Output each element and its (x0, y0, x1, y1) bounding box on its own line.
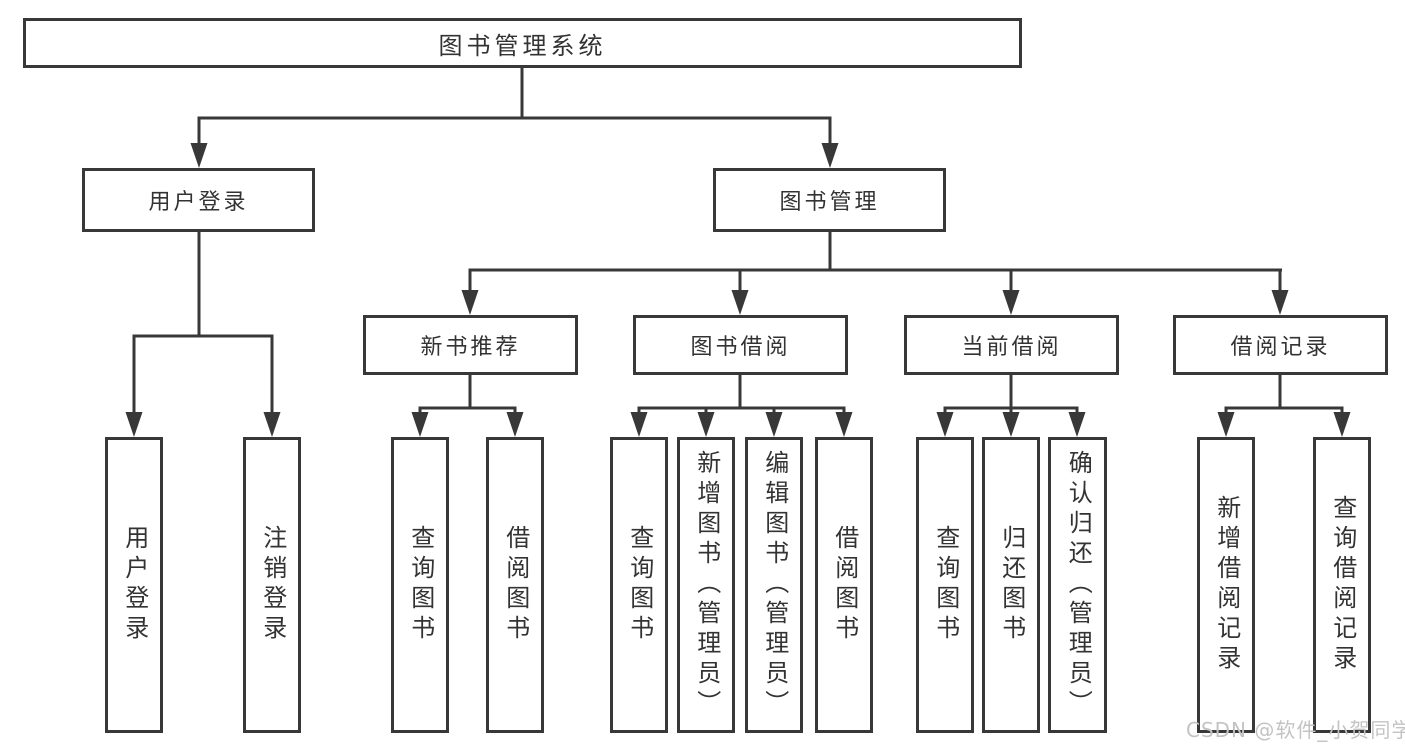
leaf-return-books: 归还图书 (982, 437, 1040, 733)
leaf-borrow-books-1-label: 借阅图书 (501, 525, 530, 645)
node-book-management: 图书管理 (713, 168, 946, 232)
leaf-add-borrow-record: 新增借阅记录 (1197, 437, 1255, 733)
node-borrowing-records: 借阅记录 (1173, 315, 1388, 375)
leaf-query-borrow-record: 查询借阅记录 (1313, 437, 1371, 733)
leaf-add-books-admin: 新增图书（管理员） (677, 437, 735, 733)
node-current-borrowing: 当前借阅 (904, 315, 1119, 375)
leaf-user-login: 用户登录 (105, 437, 163, 733)
node-user-login: 用户登录 (82, 168, 315, 232)
leaf-add-books-admin-label: 新增图书（管理员） (692, 450, 721, 720)
leaf-query-books-1: 查询图书 (391, 437, 449, 733)
leaf-return-books-label: 归还图书 (997, 525, 1026, 645)
leaf-logout-label: 注销登录 (258, 525, 287, 645)
node-new-book-recommendation: 新书推荐 (363, 315, 578, 375)
leaf-edit-books-admin-label: 编辑图书（管理员） (760, 450, 789, 720)
arrowheads (125, 143, 1351, 437)
leaf-confirm-return-admin-label: 确认归还（管理员） (1064, 450, 1093, 720)
leaf-query-borrow-record-label: 查询借阅记录 (1328, 495, 1357, 675)
leaf-query-books-3-label: 查询图书 (931, 525, 960, 645)
leaf-borrow-books-2: 借阅图书 (815, 437, 873, 733)
node-book-borrowing: 图书借阅 (633, 315, 848, 375)
leaf-logout: 注销登录 (243, 437, 301, 733)
leaf-query-books-2-label: 查询图书 (625, 525, 654, 645)
csdn-watermark: CSDN @软件_小贺同学 (1186, 718, 1405, 742)
leaf-query-books-3: 查询图书 (916, 437, 974, 733)
leaf-query-books-1-label: 查询图书 (406, 525, 435, 645)
leaf-borrow-books-1: 借阅图书 (486, 437, 544, 733)
leaf-borrow-books-2-label: 借阅图书 (830, 525, 859, 645)
leaf-confirm-return-admin: 确认归还（管理员） (1048, 437, 1107, 733)
leaf-edit-books-admin: 编辑图书（管理员） (745, 437, 803, 733)
node-library-management-system: 图书管理系统 (23, 18, 1022, 68)
leaf-add-borrow-record-label: 新增借阅记录 (1212, 495, 1241, 675)
leaf-query-books-2: 查询图书 (610, 437, 668, 733)
leaf-user-login-label: 用户登录 (120, 525, 149, 645)
